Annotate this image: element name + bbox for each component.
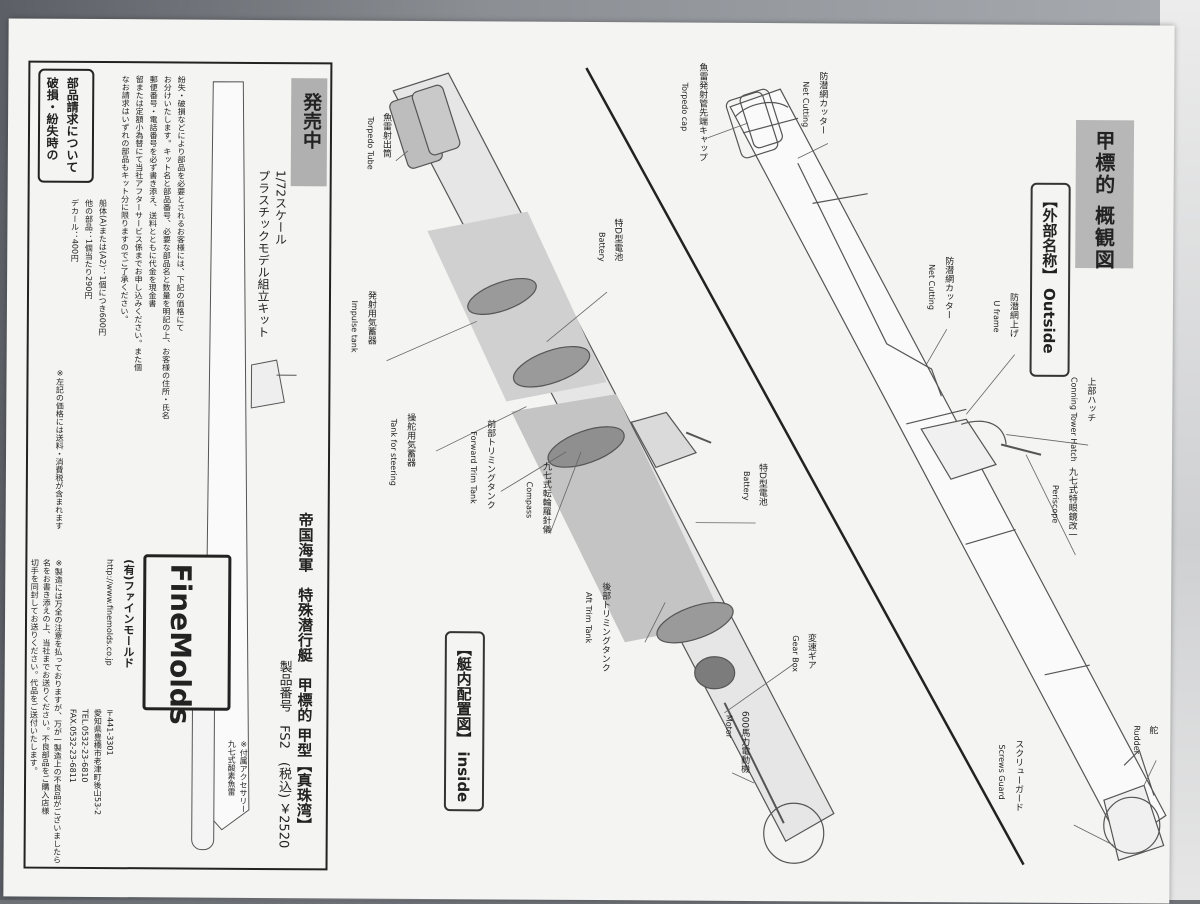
ad-kit-type: プラスチックモデル組立キット xyxy=(255,170,273,338)
inside-part-jp: 後部トリミングタンク xyxy=(599,582,613,672)
outside-part-en: Net Cutting xyxy=(801,81,810,127)
company-postal: 〒441-3301 xyxy=(104,709,115,756)
ad-accessory: ※付属アクセサリー xyxy=(238,740,249,813)
outside-part-en: Net Cutting xyxy=(927,264,936,310)
parts-text: 留または定額小為替にて当社アフターサービス係までお申し込みください。また個 xyxy=(133,75,146,371)
ad-product-name: 帝国海軍 特殊潜行艇 甲標的 甲型【真珠湾】 xyxy=(294,512,317,832)
inside-part-en: Battery xyxy=(597,232,606,262)
inside-part-en: Aft Trim Tank xyxy=(584,592,593,643)
inside-part-jp: 変速ギア xyxy=(805,633,818,669)
company-tel: TEL.0532-23-6810 xyxy=(80,709,89,783)
price-note: ※左記の価格には送料・消費税が含まれます xyxy=(54,369,66,530)
outside-part-jp: 上部ハッチ xyxy=(1084,377,1097,422)
inside-label-box: 【艇内配置図】 inside xyxy=(444,631,485,811)
inside-part-en: Battery xyxy=(742,471,751,501)
inside-part-en: Tank for steering xyxy=(389,419,398,486)
price-line: 船体(A)または(A2)：1個につき600円 xyxy=(97,199,109,336)
section-title-bar: 甲標的 概観図 xyxy=(1075,120,1134,268)
inside-part-en: Gear Box xyxy=(791,635,800,672)
notice-text: 切手を同封してお送りください。代品をご送付いたします。 xyxy=(28,559,40,775)
outside-part-jp: 防潜網カッター xyxy=(942,256,955,319)
inside-label: 【艇内配置図】 inside xyxy=(453,641,475,802)
inside-part-en: Impulse tank xyxy=(350,301,359,353)
outside-part-jp: 舵 xyxy=(1146,725,1159,734)
parts-heading-box: 破損・紛失時の 部品請求について xyxy=(38,69,95,183)
inside-part-jp: 特D型電池 xyxy=(611,218,624,261)
company-url: http://www.finemolds.co.jp xyxy=(105,559,115,666)
outside-label: 【外部名称】 Outside xyxy=(1039,193,1061,354)
section-title: 甲標的 概観図 xyxy=(1089,130,1119,271)
notice-text: ※製造には万全の注意を払っておりますが、万が一製造上の不良品がございましたら xyxy=(52,559,65,864)
inside-part-jp: 魚雷射出筒 xyxy=(380,113,393,158)
inside-part-jp: 九七式転輪羅針儀 xyxy=(540,462,553,534)
price-line: 他の部品：1個当たり290円 xyxy=(83,199,95,299)
ad-product-code: 製品番号 FS2 (税込) ￥2520 xyxy=(274,660,294,848)
ad-accessory-item: 九七式酸素魚雷 xyxy=(226,740,237,796)
outside-part-en: U frame xyxy=(992,300,1001,332)
finemolds-logo: FineMolds xyxy=(142,554,231,711)
outside-part-en: Periscope xyxy=(1051,485,1060,523)
company-address: 愛知県豊橋市老津町後山53-2 xyxy=(92,709,104,815)
outside-part-jp: 魚雷発射管先端キャップ xyxy=(696,63,710,162)
inside-part-jp: 特D型電池 xyxy=(756,463,769,506)
inside-part-jp: 600馬力電動機 xyxy=(738,711,751,773)
price-line: デカール：400円 xyxy=(69,199,80,262)
inside-part-en: Forward Trim Tank xyxy=(469,431,478,504)
notice-text: 名をお書き添えの上、当社までお送りください。不良部品をご購入店様 xyxy=(40,559,53,815)
on-sale-badge: 発売中 xyxy=(291,78,328,186)
outside-part-jp: 防潜網上げ xyxy=(1007,293,1020,338)
parts-text: なお請求はいずれの部品もキット分に限りますのでご了承ください。 xyxy=(119,75,132,323)
parts-subheading: 破損・紛失時の xyxy=(44,77,62,161)
instruction-sheet: 甲標的 概観図 【外部名称】 Outside 【艇内配置図】 inside 魚雷… xyxy=(3,18,1174,903)
on-sale-text: 発売中 xyxy=(298,92,325,149)
company-name: (有)ファインモールド xyxy=(120,559,137,668)
outside-part-en: Rudder xyxy=(1132,725,1141,754)
outside-part-en: Conning Tower Hatch xyxy=(1069,377,1079,462)
inside-part-en: Motor xyxy=(724,715,733,738)
outside-part-jp: スクリューガード xyxy=(1012,740,1025,812)
outside-label-box: 【外部名称】 Outside xyxy=(1030,183,1071,377)
inside-part-jp: 前部トリミングタンク xyxy=(484,419,498,509)
inside-part-jp: 操舵用気蓄器 xyxy=(404,413,417,467)
outside-part-en: Torpedo cap xyxy=(680,83,689,132)
outside-part-en: Screws Guard xyxy=(997,744,1006,799)
outside-part-jp: 防潜網カッター xyxy=(816,71,829,134)
parts-text: 郵便番号・電話番号を必ず書き添え、送料とともに代金を現金書 xyxy=(147,75,159,307)
parts-heading: 部品請求について xyxy=(64,77,82,173)
outside-part-jp: 九七式特眼鏡改一 xyxy=(1066,467,1079,539)
company-fax: FAX.0532-23-6811 xyxy=(68,709,77,783)
parts-text: 紛失・破損などにより部品を必要とされるお客様には、下記の価格にて xyxy=(175,75,188,331)
inside-part-en: Compass xyxy=(525,482,534,519)
inside-part-en: Torpedo Tube xyxy=(366,117,375,170)
inside-part-jp: 発射用気蓄器 xyxy=(365,291,378,345)
ad-scale: 1/72スケール xyxy=(272,170,289,245)
brand-name: FineMolds xyxy=(163,563,197,724)
parts-text: お分けいたします。キット名と部品番号、必要な部品名と数量を明記の上、お客様の住所… xyxy=(160,75,173,419)
